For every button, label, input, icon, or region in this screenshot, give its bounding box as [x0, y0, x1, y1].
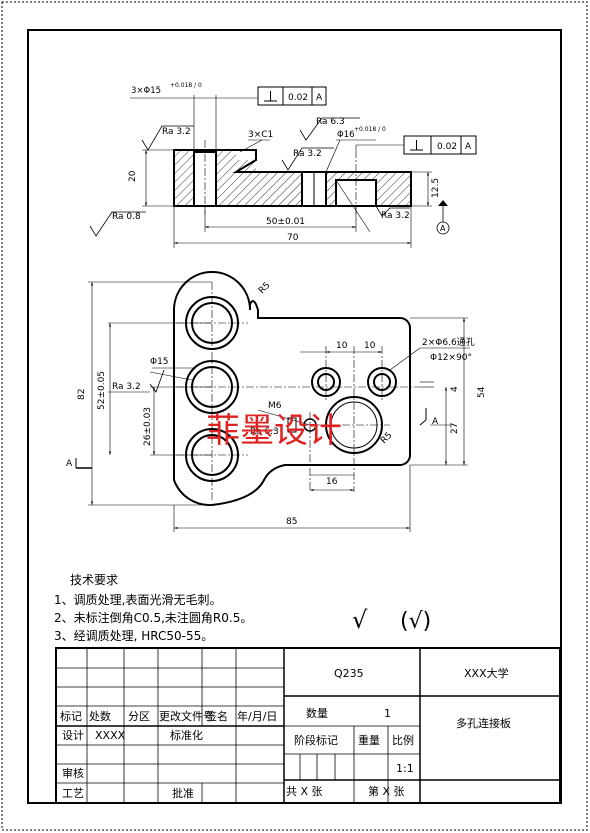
tech-req-heading: 技术要求 [70, 573, 119, 587]
datum-top: A [316, 93, 323, 103]
perp-tol-top: 0.02 [288, 93, 308, 103]
datum-right: A [465, 142, 472, 152]
ra-bottom-right: Ra 3.2 [381, 211, 410, 221]
dim-27: 27 [450, 423, 460, 434]
tol-bores: +0.018 / 0 [170, 82, 202, 89]
scale-value: 1:1 [396, 762, 414, 775]
ra-6-3-section: Ra 6.3 [316, 117, 345, 127]
dim-phi15-plan: Φ15 [150, 357, 169, 367]
dim-70: 70 [287, 233, 299, 243]
plan-view [75, 271, 470, 532]
note-csk: Φ12×90° [430, 353, 472, 363]
watermark-text: 菲墨设计 [206, 411, 342, 451]
ra-top-left: Ra 3.2 [162, 127, 191, 137]
note-holes: 2×Φ6.6通孔 [422, 337, 475, 348]
dim-bore-16: Φ16 [337, 130, 355, 140]
check-mark-right: (√) [400, 609, 431, 634]
total-sheets: 共 X 张 [286, 785, 323, 798]
dim-10a: 10 [336, 341, 348, 351]
sheet-number: 第 X 张 [368, 784, 405, 798]
check-mark-left: √ [352, 606, 368, 634]
dim-height-20: 20 [128, 170, 138, 182]
dim-85: 85 [286, 517, 297, 527]
title-block-grid [55, 647, 561, 804]
rev-sign-label: 签名 [206, 709, 228, 723]
tech-req-item-1: 1、调质处理,表面光滑无毛刺。 [54, 593, 222, 607]
dim-bores: 3×Φ15 [131, 86, 161, 96]
perp-tol-right: 0.02 [437, 142, 457, 152]
dim-r5-top: R5 [257, 281, 273, 297]
dim-82: 82 [77, 389, 87, 400]
dim-26: 26±0.03 [143, 407, 153, 446]
weight-label: 重量 [358, 733, 380, 747]
rev-mark-label: 标记 [60, 709, 82, 723]
part-name: 多孔连接板 [456, 716, 511, 730]
dim-height-12-5: 12.5 [431, 178, 441, 198]
dim-4: 4 [450, 386, 460, 392]
tech-req-item-2: 2、未标注倒角C0.5,未注圆角R0.5。 [54, 611, 253, 625]
section-label-left: A [66, 459, 73, 469]
ra-6-3-plan: Ra 6.3 [250, 427, 279, 437]
material-value: Q235 [334, 667, 364, 680]
review-label: 审核 [62, 766, 84, 780]
dim-10b: 10 [364, 341, 376, 351]
design-label: 设计 [62, 729, 84, 742]
dim-50: 50±0.01 [266, 217, 305, 227]
school-name: XXX大学 [464, 666, 509, 680]
rev-zone-label: 分区 [128, 710, 150, 723]
dim-52: 52±0.05 [97, 371, 107, 410]
datum-circle-label: A [440, 224, 446, 233]
tol-bore-16: +0.018 / 0 [354, 126, 386, 133]
quantity-value: 1 [384, 707, 391, 720]
rev-count-label: 处数 [89, 710, 111, 723]
tech-req-item-3: 3、经调质处理, HRC50-55。 [54, 629, 214, 643]
section-label-right: A [432, 417, 439, 427]
chamfer-note: 3×C1 [248, 130, 273, 140]
ra-left-plan: Ra 3.2 [112, 382, 141, 392]
rev-doc-label: 更改文件号 [159, 709, 214, 723]
process-label: 工艺 [62, 787, 84, 800]
quantity-label: 数量 [306, 707, 328, 720]
dim-16: 16 [326, 477, 338, 487]
designer-name: XXXX [95, 729, 126, 742]
section-view [89, 86, 477, 248]
ra-step: Ra 3.2 [293, 149, 322, 159]
standard-label: 标准化 [170, 728, 203, 742]
dim-m6: M6 [268, 401, 282, 411]
rev-date-label: 年/月/日 [237, 709, 277, 723]
scale-label: 比例 [392, 733, 414, 747]
dim-54: 54 [477, 386, 487, 398]
approve-label: 批准 [172, 786, 194, 800]
stage-label: 阶段标记 [294, 733, 338, 747]
ra-bottom-left: Ra 0.8 [112, 212, 141, 222]
